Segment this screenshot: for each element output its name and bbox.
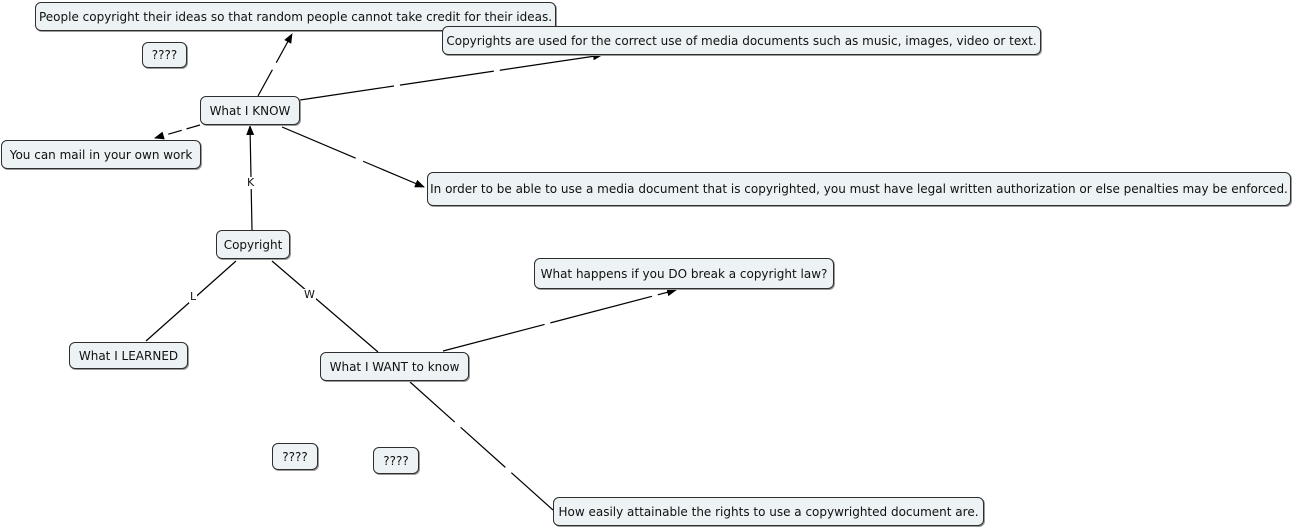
link-label-w: W <box>303 288 316 301</box>
node-want-break[interactable]: What happens if you DO break a copyright… <box>534 258 834 289</box>
link-label-l: L <box>189 290 198 303</box>
node-copyright[interactable]: Copyright <box>216 230 290 259</box>
node-what-i-learned[interactable]: What I LEARNED <box>69 342 188 369</box>
node-what-i-want[interactable]: What I WANT to know <box>320 352 469 381</box>
link-want-break <box>442 288 677 352</box>
link-know-authorization <box>281 126 425 188</box>
link-copyright-want <box>271 260 379 353</box>
node-what-i-know[interactable]: What I KNOW <box>200 96 300 125</box>
node-placeholder-1[interactable]: ???? <box>142 42 187 68</box>
node-placeholder-3[interactable]: ???? <box>373 447 419 474</box>
link-want-attainable <box>409 381 554 511</box>
link-know-media <box>299 52 603 101</box>
link-label-k: K <box>246 176 256 189</box>
link-know-mail <box>154 124 201 140</box>
node-know-authorization[interactable]: In order to be able to use a media docum… <box>427 172 1291 206</box>
node-know-media[interactable]: Copyrights are used for the correct use … <box>442 26 1041 55</box>
node-placeholder-2[interactable]: ???? <box>272 443 318 470</box>
node-know-mail[interactable]: You can mail in your own work <box>1 140 201 169</box>
link-know-people <box>257 33 293 97</box>
node-want-attainable[interactable]: How easily attainable the rights to use … <box>553 497 984 526</box>
